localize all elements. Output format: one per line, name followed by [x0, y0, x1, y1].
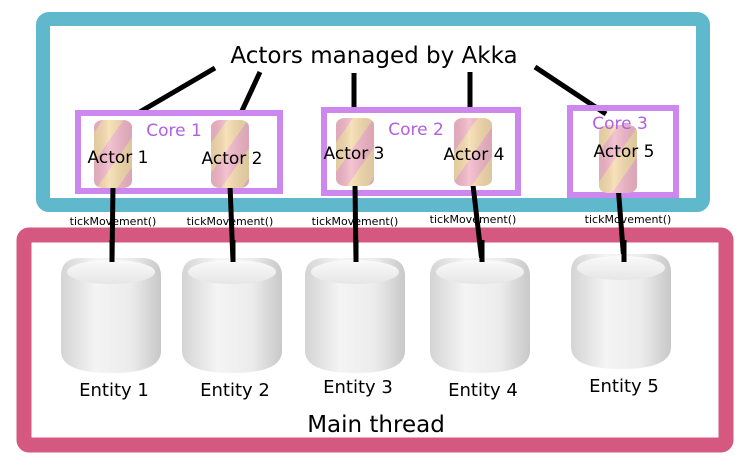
core-frame [321, 107, 521, 196]
entity-label: Entity 2 [200, 380, 270, 401]
actor-shading [599, 125, 637, 193]
entity-4: Entity 4 [430, 258, 530, 401]
tick-movement-label: tickMovement() [187, 215, 274, 228]
title-connector-line [136, 65, 217, 116]
title-connector-line [238, 70, 263, 115]
entity-3: Entity 3 [305, 258, 405, 398]
entity-top [577, 256, 665, 280]
entity-2: Entity 2 [182, 258, 282, 401]
entity-1: Entity 1 [61, 258, 161, 401]
actor-shading [336, 118, 374, 186]
actor-3: Actor 3 tickMovement() [312, 118, 399, 228]
entity-marshmallow-icon [430, 258, 530, 373]
entity-marshmallow-icon [182, 258, 282, 373]
entity-label: Entity 3 [323, 377, 393, 398]
diagram-title: Actors managed by Akka [230, 43, 517, 69]
core-label: Core 2 [388, 120, 444, 140]
entity-top [188, 260, 276, 284]
entity-label: Entity 5 [589, 376, 659, 397]
entity-top [311, 260, 399, 284]
actor-label: Actor 4 [444, 145, 505, 165]
entity-marshmallow-icon [571, 254, 671, 369]
entity-label: Entity 1 [79, 380, 149, 401]
actor-label: Actor 1 [88, 148, 149, 168]
core-box-2 [321, 107, 521, 196]
core-label: Core 1 [146, 121, 202, 141]
actor-shading [94, 120, 132, 188]
actor-shading [211, 120, 249, 188]
entity-5: Entity 5 [571, 254, 671, 397]
main-thread-label: Main thread [307, 412, 445, 438]
tick-movement-label: tickMovement() [312, 215, 399, 228]
actor-1: Actor 1 tickMovement() [70, 120, 157, 228]
entity-top [67, 260, 155, 284]
core-box-1 [75, 110, 283, 194]
tick-movement-label: tickMovement() [585, 213, 672, 226]
actor-label: Actor 5 [594, 142, 655, 162]
core-frame [75, 110, 283, 194]
tick-movement-label: tickMovement() [430, 213, 517, 226]
actor-shading [454, 118, 492, 186]
actor-label: Actor 3 [324, 144, 385, 164]
entity-top [436, 260, 524, 284]
actor-2: Actor 2 tickMovement() [187, 120, 274, 228]
core-box-3 [567, 105, 679, 198]
entity-marshmallow-icon [61, 258, 161, 373]
entity-label: Entity 4 [448, 380, 518, 401]
actor-4: Actor 4 tickMovement() [430, 118, 517, 226]
actor-label: Actor 2 [202, 149, 263, 169]
core-label: Core 3 [592, 114, 648, 134]
core-frame [567, 105, 679, 198]
akka-frame [36, 12, 710, 212]
entity-marshmallow-icon [305, 258, 405, 373]
tick-movement-label: tickMovement() [70, 215, 157, 228]
main-thread-frame [16, 227, 734, 453]
title-connectors [136, 64, 608, 117]
actor-5: Actor 5 tickMovement() [585, 125, 672, 226]
